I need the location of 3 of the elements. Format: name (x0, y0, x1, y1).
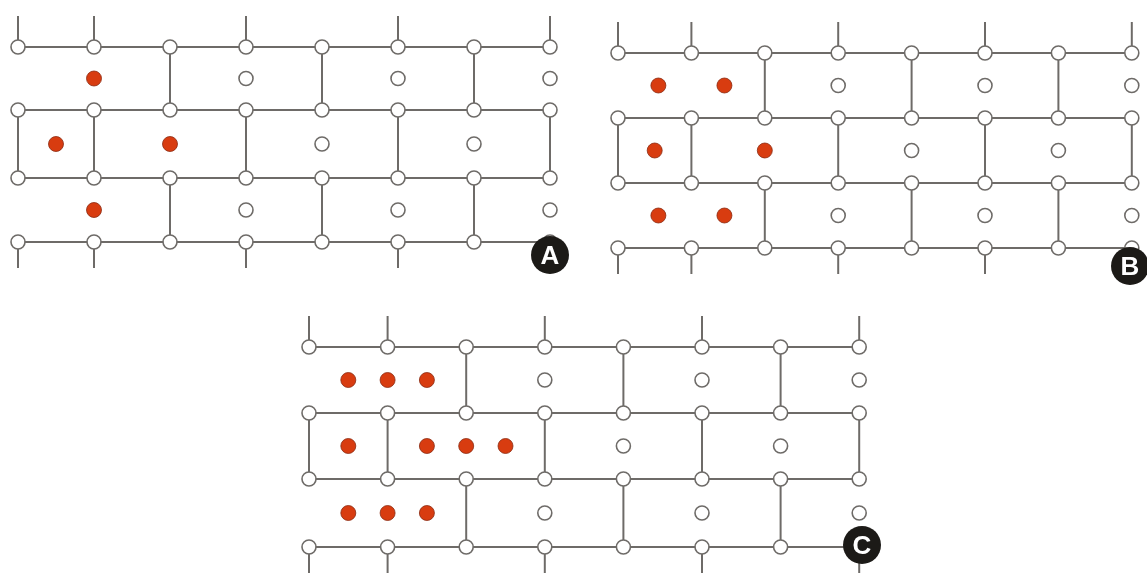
panel-letter-badge: B (1111, 247, 1147, 285)
panel-letter-badge: C (843, 526, 881, 564)
panel-letter-badge: A (531, 236, 569, 274)
